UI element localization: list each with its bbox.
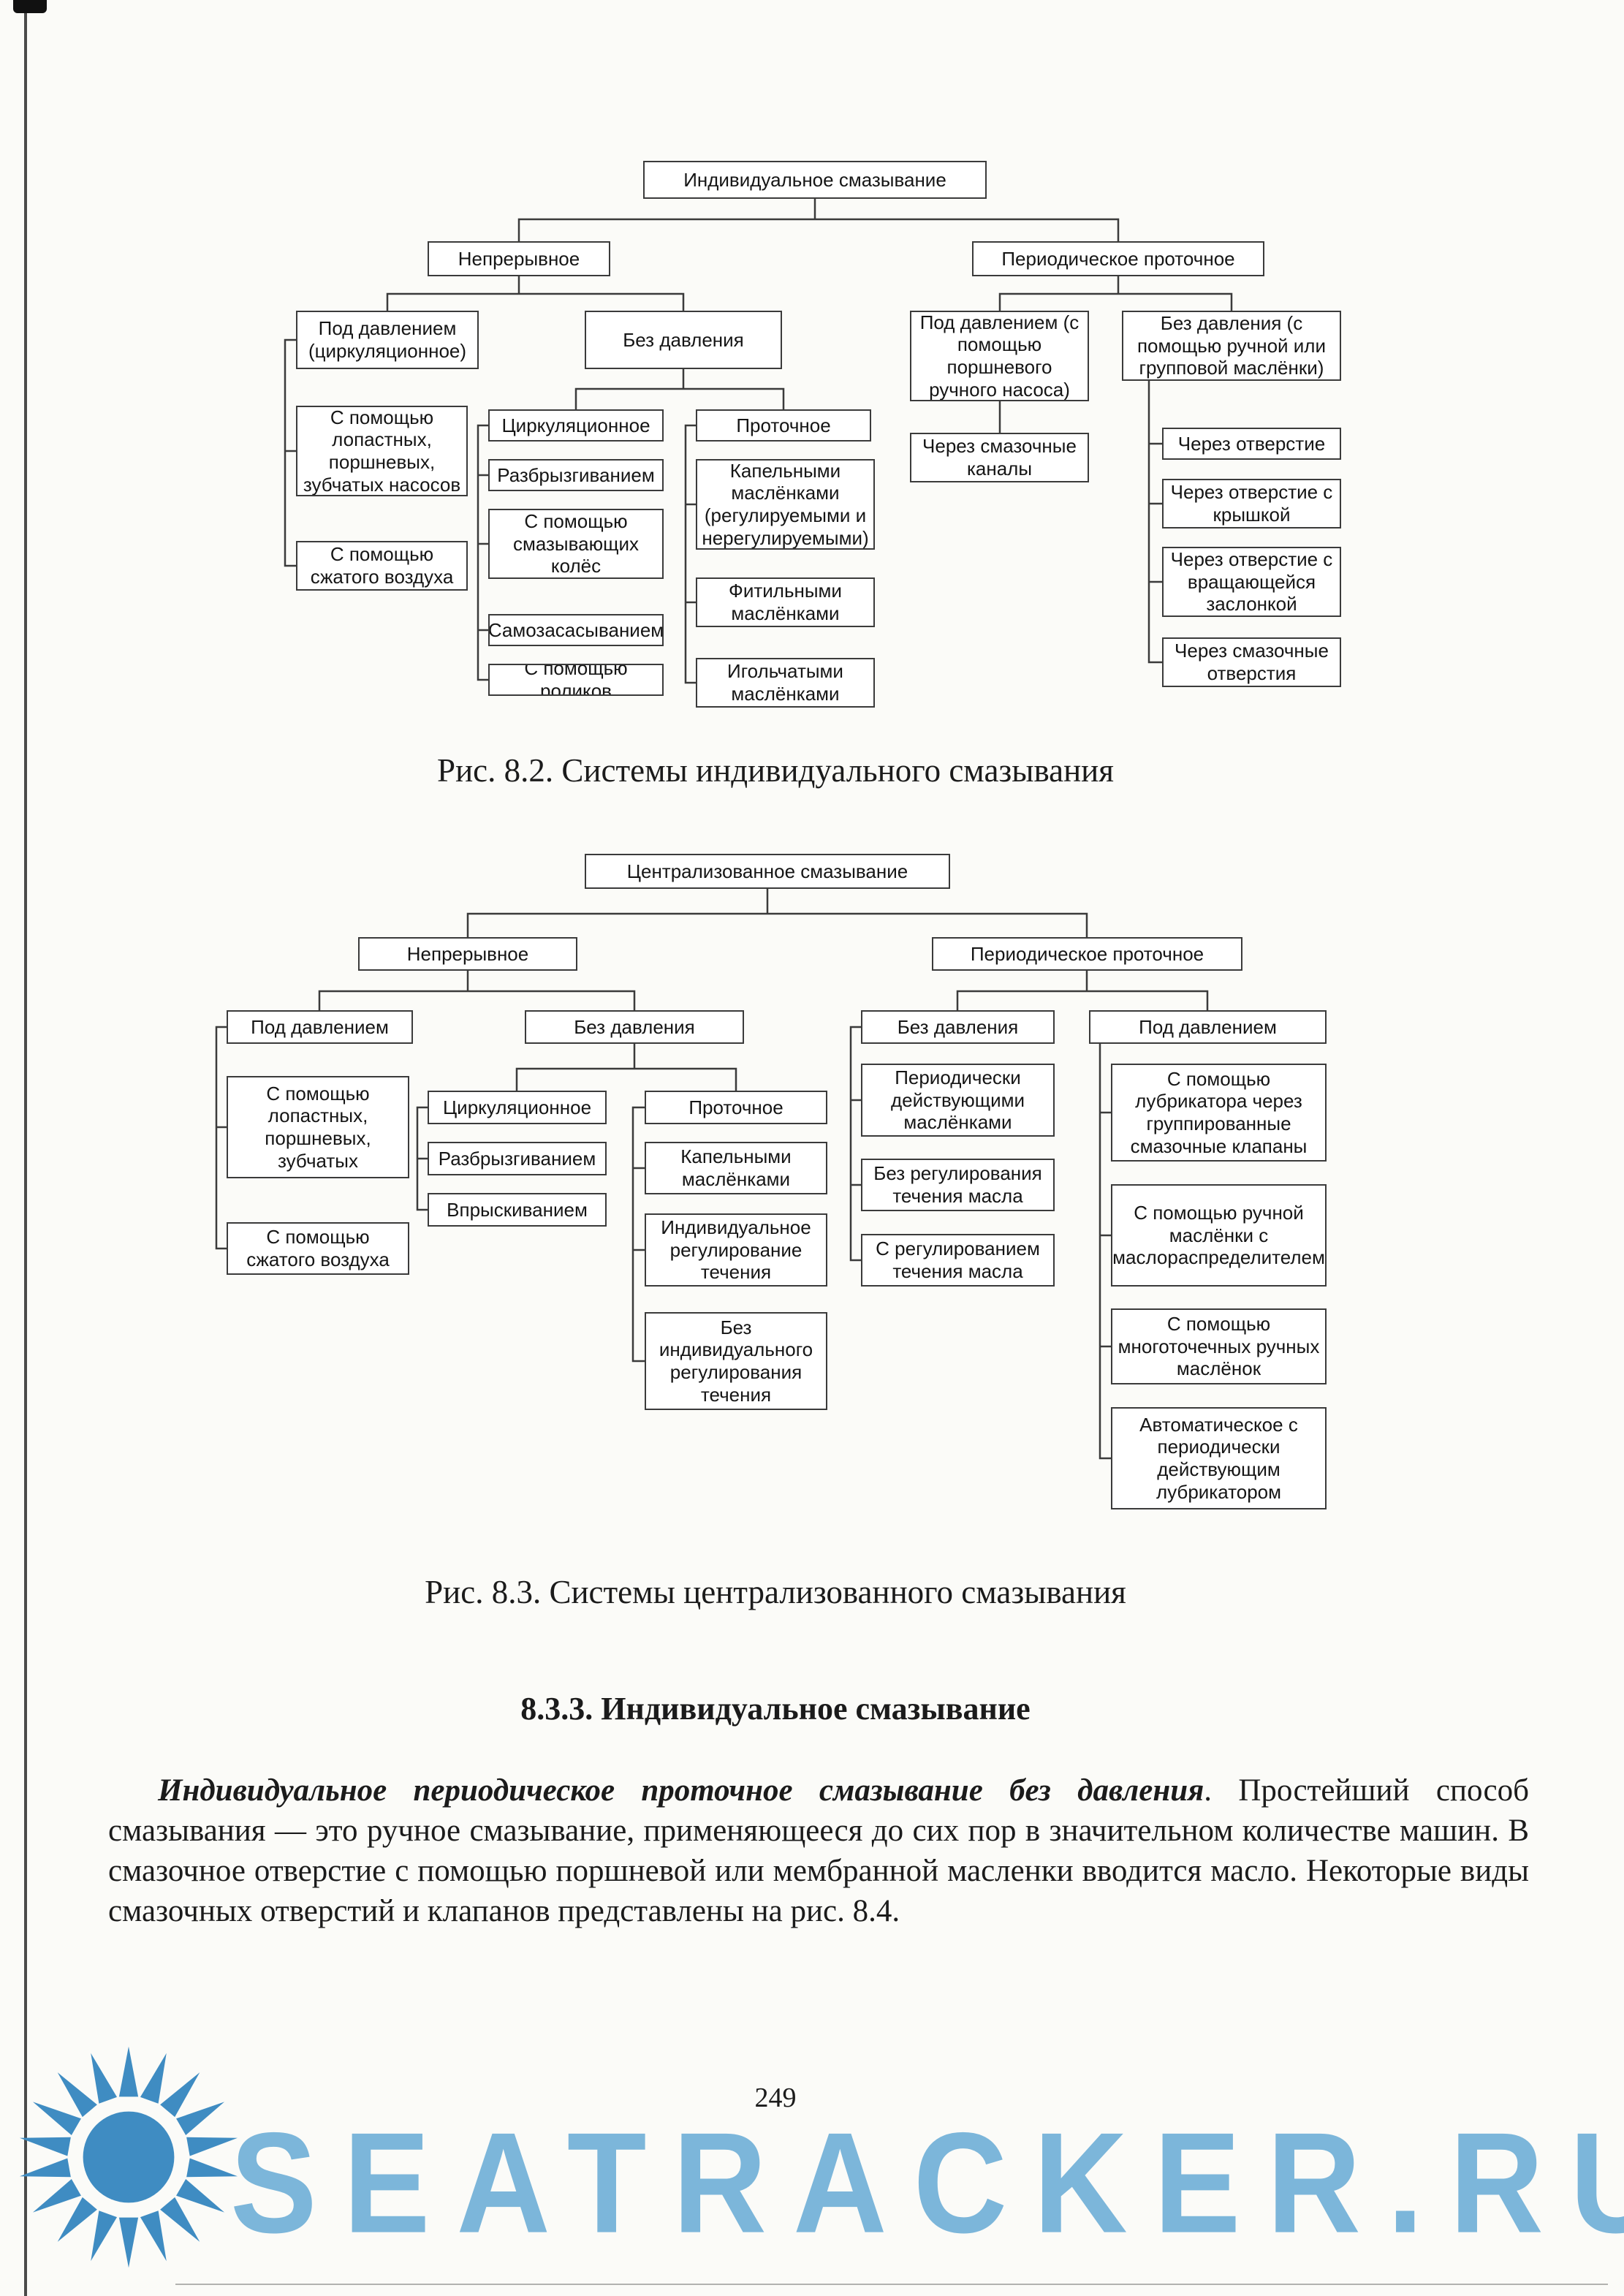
section-paragraph: Индивидуальное периодическое проточное с…: [108, 1770, 1529, 1931]
paragraph-lead: Индивидуальное периодическое проточное с…: [158, 1773, 1204, 1808]
fig82-node-drip-oilers: Капельными маслёнками (регулируемыми и н…: [696, 459, 875, 550]
fig82-node-under-pressure-piston-pump: Под давлением (с помощью поршневого ручн…: [910, 311, 1089, 401]
fig83-node-no-individual-flow-regulation: Без индивидуального регулирования течени…: [645, 1312, 827, 1410]
fig82-node-through-hole: Через отверстие: [1162, 428, 1341, 460]
fig83-node-flow: Проточное: [645, 1091, 827, 1124]
fig82-node-root: Индивидуальное смазывание: [643, 161, 987, 199]
fig83-node-periodic-under-pressure: Под давлением: [1089, 1010, 1327, 1044]
scan-artifact-top-left-mark: [13, 0, 47, 13]
fig83-node-periodic-flow: Периодическое проточное: [932, 937, 1242, 971]
fig82-node-through-hole-rotating-shutter: Через отверстие с вращающейся заслонкой: [1162, 547, 1341, 617]
fig82-node-through-hole-with-lid: Через отверстие с крышкой: [1162, 479, 1341, 528]
fig82-node-no-pressure-manual-oiler: Без давления (с помощью ручной или групп…: [1122, 311, 1341, 381]
fig83-node-lubricator-grouped-valves: С помощью лубрикатора через группированн…: [1111, 1064, 1327, 1162]
fig83-node-compressed-air: С помощью сжатого воздуха: [227, 1222, 409, 1275]
fig82-node-lubricating-wheels: С помощью смазывающих колёс: [488, 509, 664, 579]
scan-artifact-left-line: [24, 0, 27, 2296]
fig82-node-under-pressure-circ: Под давлением (циркуляционное): [296, 311, 479, 369]
fig83-node-continuous: Непрерывное: [358, 937, 577, 971]
fig82-node-rollers: С помощью роликов: [488, 664, 664, 696]
fig83-node-manual-oiler-distributor: С помощью ручной маслёнки с маслораспред…: [1111, 1184, 1327, 1287]
fig83-node-multipoint-manual-oilers: С помощью многоточечных ручных маслёнок: [1111, 1308, 1327, 1384]
fig83-node-automatic-periodic-lubricator: Автоматическое с периодически действующи…: [1111, 1407, 1327, 1509]
fig83-node-circulating: Циркуляционное: [428, 1091, 607, 1124]
page-number: 249: [754, 2083, 797, 2113]
fig82-node-needle-oilers: Игольчатыми маслёнками: [696, 658, 875, 708]
fig82-caption: Рис. 8.2. Системы индивидуального смазыв…: [437, 752, 1114, 789]
fig83-node-individual-flow-regulation: Индивидуальное регулирование течения: [645, 1213, 827, 1287]
fig83-node-drip-oilers: Капельными маслёнками: [645, 1142, 827, 1194]
fig82-node-circulating: Циркуляционное: [488, 409, 664, 442]
fig83-caption: Рис. 8.3. Системы централизованного смаз…: [425, 1574, 1126, 1610]
fig82-node-through-lube-holes: Через смазочные отверстия: [1162, 637, 1341, 687]
watermark-text: SEATRACKER.RU: [230, 2102, 1624, 2263]
fig82-node-periodic-flow: Периодическое проточное: [972, 241, 1264, 276]
section-heading: 8.3.3. Индивидуальное смазывание: [520, 1691, 1031, 1727]
fig82-node-flow: Проточное: [696, 409, 871, 442]
fig83-node-oil-flow-regulation: С регулированием течения масла: [861, 1234, 1055, 1287]
fig83-node-no-pressure: Без давления: [525, 1010, 744, 1044]
fig82-node-no-pressure: Без давления: [585, 311, 782, 369]
fig83-node-root: Централизованное смазывание: [585, 854, 950, 889]
fig83-node-periodic-acting-oilers: Периодически действующими маслёнками: [861, 1064, 1055, 1137]
fig82-node-wick-oilers: Фитильными маслёнками: [696, 577, 875, 627]
fig82-node-continuous: Непрерывное: [428, 241, 610, 276]
fig83-node-periodic-no-pressure: Без давления: [861, 1010, 1055, 1044]
fig83-node-no-oil-flow-regulation: Без регулирования течения масла: [861, 1159, 1055, 1211]
sun-logo-icon: [19, 2046, 238, 2268]
fig83-node-splashing: Разбрызгиванием: [428, 1142, 607, 1175]
fig83-node-injection: Впрыскиванием: [428, 1193, 607, 1227]
scan-artifact-bottom-line: [175, 2284, 1608, 2285]
fig82-node-through-lube-channels: Через смазочные каналы: [910, 433, 1089, 482]
paragraph-rest: . Простейший способ смазывания — это руч…: [108, 1773, 1529, 1928]
fig83-node-vane-piston-gear: С помощью лопастных, поршневых, зубчатых: [227, 1076, 409, 1178]
fig82-node-self-suction: Самозасасыванием: [488, 614, 664, 646]
fig82-node-splashing: Разбрызгиванием: [488, 459, 664, 491]
fig82-node-compressed-air: С помощью сжатого воздуха: [296, 541, 468, 591]
fig82-node-vane-piston-gear-pumps: С помощью лопастных, поршневых, зубчатых…: [296, 406, 468, 496]
fig83-node-under-pressure: Под давлением: [227, 1010, 413, 1044]
